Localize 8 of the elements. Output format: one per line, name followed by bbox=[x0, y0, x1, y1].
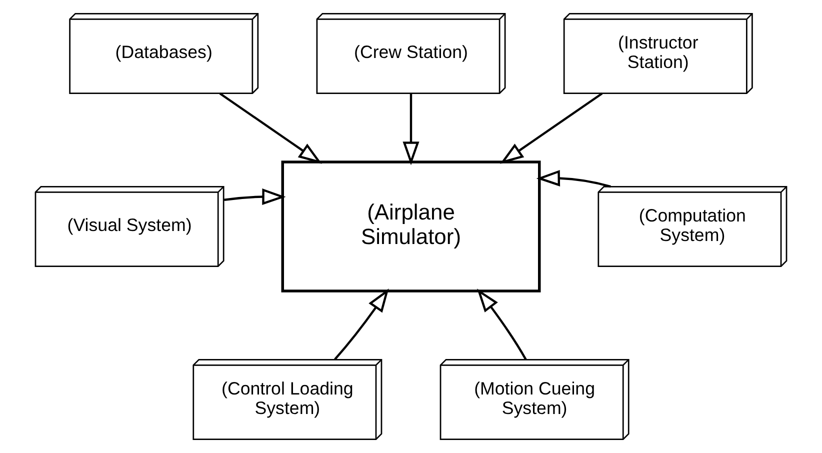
arrow bbox=[402, 94, 420, 166]
arrow bbox=[500, 92, 603, 164]
arrow bbox=[476, 288, 527, 360]
node-box: (Airplane Simulator) bbox=[281, 160, 541, 292]
arrow bbox=[224, 188, 286, 205]
arrow bbox=[536, 170, 611, 188]
arrow bbox=[334, 288, 389, 360]
arrow bbox=[219, 92, 322, 164]
